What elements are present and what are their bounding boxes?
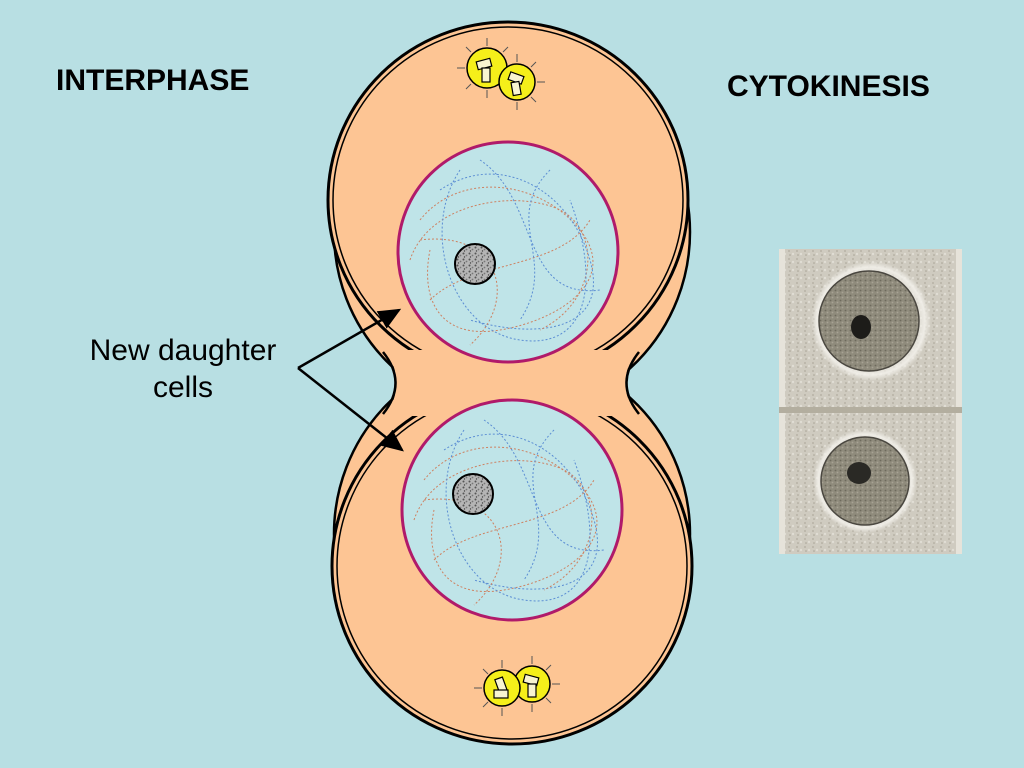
daughter-label-line1: New daughter xyxy=(89,334,277,367)
bottom-nucleus xyxy=(400,398,624,622)
bottom-centriole-pair-icon xyxy=(474,656,560,716)
cleavage-furrow xyxy=(382,350,640,416)
arrow-icon-top xyxy=(297,308,402,370)
top-nucleus xyxy=(396,140,620,364)
interphase-title: INTERPHASE xyxy=(56,64,250,97)
top-centriole-pair-icon xyxy=(457,38,545,110)
cytokinesis-micrograph xyxy=(779,249,962,554)
daughter-label-line2: cells xyxy=(152,371,213,404)
new-daughter-cells-label: New daughter cells xyxy=(66,332,300,406)
arrow-icon-bottom xyxy=(297,367,404,452)
daughter-cell-arrows xyxy=(297,308,404,452)
cytokinesis-title: CYTOKINESIS xyxy=(727,70,930,103)
